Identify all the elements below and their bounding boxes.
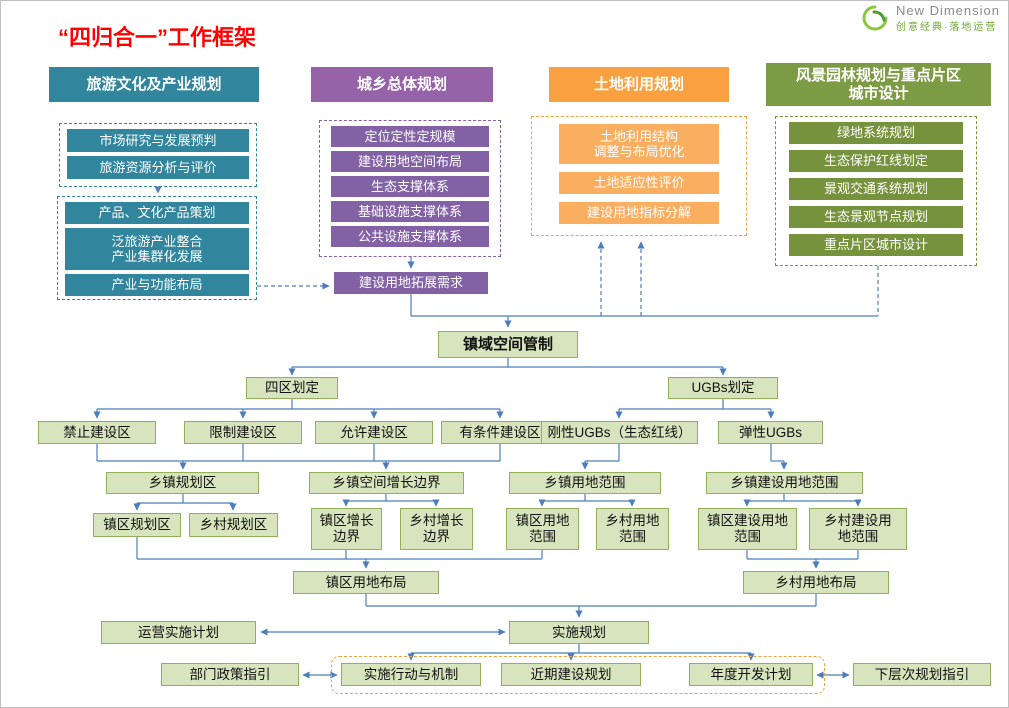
urban-item: 定位定性定规模 — [331, 126, 489, 147]
tourism-item: 旅游资源分析与评价 — [67, 156, 249, 179]
page-title: “四归合一”工作框架 — [58, 25, 257, 51]
tourism-item: 产品、文化产品策划 — [65, 202, 249, 224]
land-frame — [531, 116, 747, 236]
ugbs-box: UGBs划定 — [668, 377, 778, 399]
bottom-box: 部门政策指引 — [161, 663, 299, 686]
header-urban: 城乡总体规划 — [311, 67, 493, 102]
sub-box: 乡村增长 边界 — [400, 508, 473, 550]
implementation-plan-box: 实施规划 — [509, 621, 649, 644]
tourism-group1-frame — [59, 123, 257, 187]
sub-box: 镇区规划区 — [93, 513, 181, 537]
township-box: 乡镇规划区 — [106, 472, 259, 494]
landscape-item: 景观交通系统规划 — [789, 178, 963, 200]
urban-frame — [319, 120, 501, 257]
sub-box: 乡村建设用 地范围 — [809, 508, 907, 550]
ugb-type-box: 弹性UGBs — [718, 421, 823, 444]
four-zones-box: 四区划定 — [246, 377, 338, 399]
landscape-item: 生态景观节点规划 — [789, 206, 963, 228]
village-layout-box: 乡村用地布局 — [743, 571, 889, 594]
logo-name: New Dimension — [895, 3, 1000, 18]
land-item: 土地适应性评价 — [559, 172, 719, 194]
space-control-box: 镇域空间管制 — [438, 331, 578, 358]
landscape-frame — [775, 116, 977, 266]
landscape-item: 生态保护红线划定 — [789, 150, 963, 172]
town-layout-box: 镇区用地布局 — [293, 571, 439, 594]
urban-outcome: 建设用地拓展需求 — [334, 272, 488, 294]
sub-box: 镇区增长 边界 — [311, 508, 382, 550]
tourism-item: 产业与功能布局 — [65, 274, 249, 296]
header-landscape: 风景园林规划与重点片区 城市设计 — [766, 63, 991, 106]
header-tourism: 旅游文化及产业规划 — [49, 67, 259, 102]
urban-item: 生态支撑体系 — [331, 176, 489, 197]
logo-icon — [862, 5, 888, 31]
logo-tagline: 创意经典·落地运营 — [895, 22, 998, 33]
landscape-item: 重点片区城市设计 — [789, 234, 963, 256]
sub-box: 镇区用地 范围 — [506, 508, 579, 550]
bottom-box: 下层次规划指引 — [853, 663, 991, 686]
township-box: 乡镇用地范围 — [509, 472, 661, 494]
land-item: 建设用地指标分解 — [559, 202, 719, 224]
zone-box: 有条件建设区 — [441, 421, 559, 444]
township-box: 乡镇建设用地范围 — [706, 472, 863, 494]
urban-item: 基础设施支撑体系 — [331, 201, 489, 222]
urban-item: 公共设施支撑体系 — [331, 226, 489, 247]
township-box: 乡镇空间增长边界 — [309, 472, 464, 494]
header-land: 土地利用规划 — [549, 67, 729, 102]
zone-box: 允许建设区 — [315, 421, 433, 444]
tourism-item: 市场研究与发展预判 — [67, 129, 249, 152]
bottom-box: 实施行动与机制 — [341, 663, 481, 686]
bottom-frame — [331, 656, 825, 694]
tourism-group2-frame — [57, 196, 257, 300]
landscape-item: 绿地系统规划 — [789, 122, 963, 144]
operation-plan-box: 运营实施计划 — [101, 621, 256, 644]
ugb-type-box: 刚性UGBs（生态红线） — [541, 421, 698, 444]
bottom-box: 年度开发计划 — [689, 663, 813, 686]
bottom-box: 近期建设规划 — [501, 663, 641, 686]
sub-box: 乡村规划区 — [189, 513, 278, 537]
tourism-item: 泛旅游产业整合 产业集群化发展 — [65, 228, 249, 270]
urban-item: 建设用地空间布局 — [331, 151, 489, 172]
zone-box: 限制建设区 — [184, 421, 302, 444]
sub-box: 乡村用地 范围 — [596, 508, 669, 550]
zone-box: 禁止建设区 — [38, 421, 156, 444]
land-item: 土地利用结构 调整与布局优化 — [559, 124, 719, 164]
logo: New Dimension 创意经典·落地运营 — [860, 3, 1000, 33]
sub-box: 镇区建设用地 范围 — [698, 508, 797, 550]
